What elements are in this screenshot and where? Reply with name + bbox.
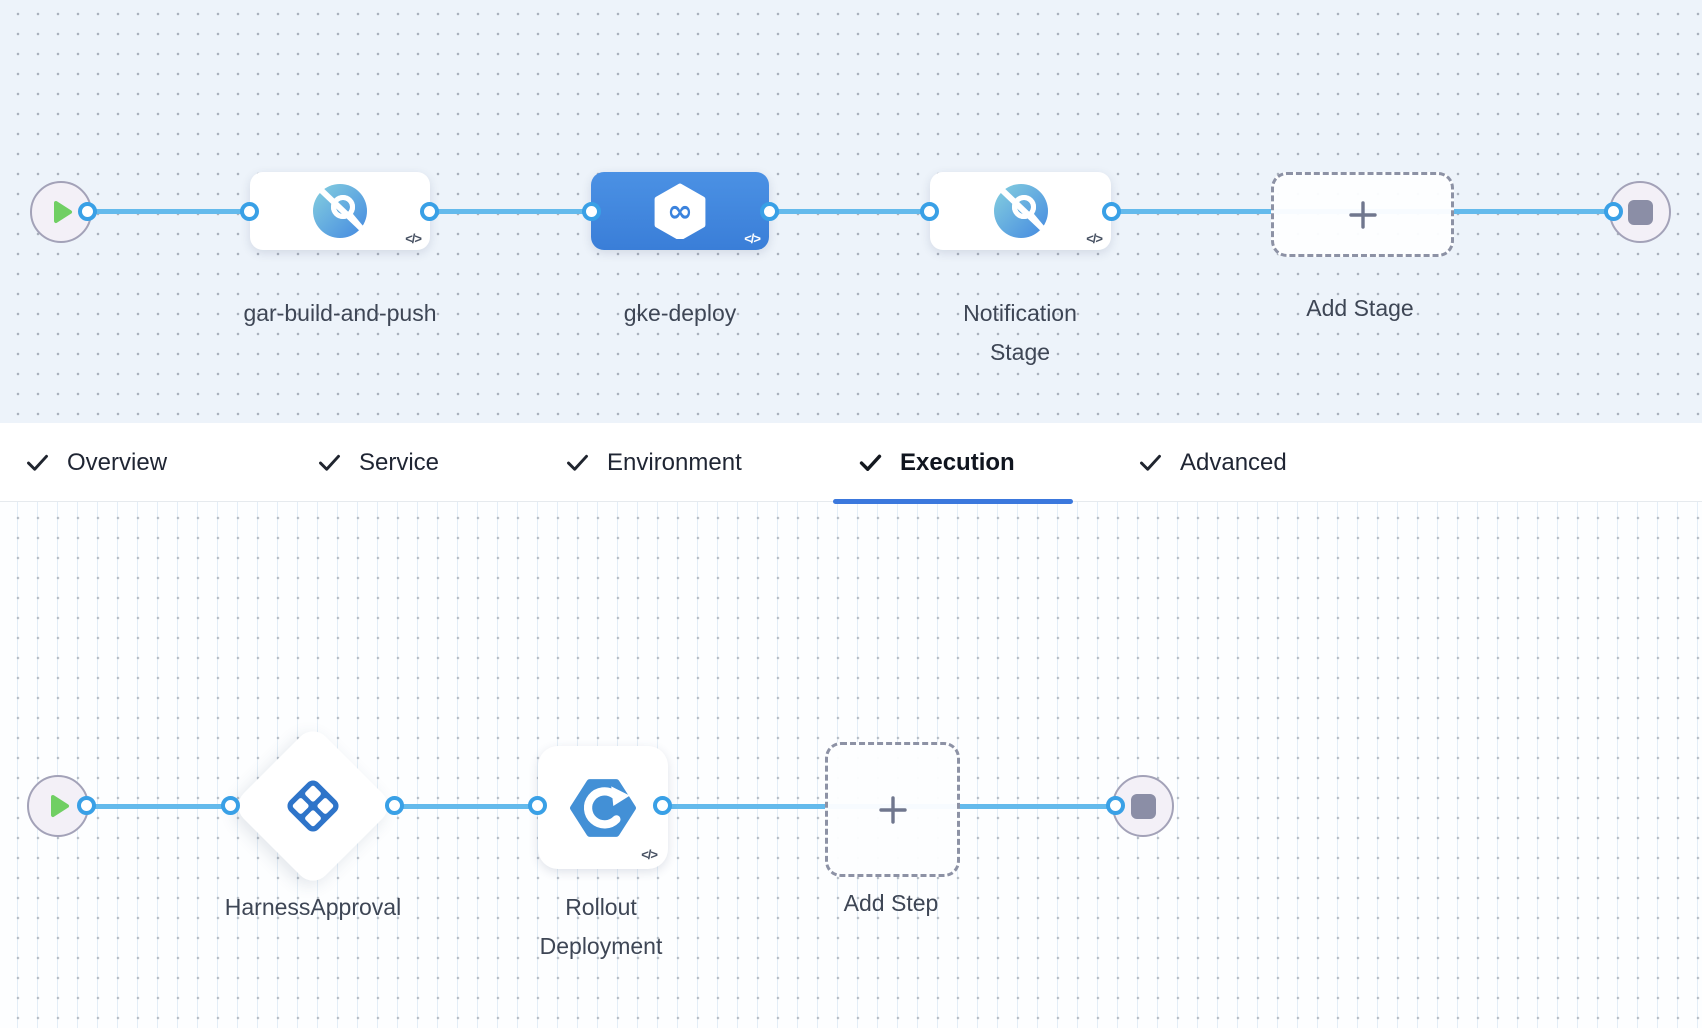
check-icon	[1140, 454, 1161, 471]
play-icon	[51, 795, 69, 817]
add-step-button[interactable]	[825, 742, 960, 877]
stop-icon	[1627, 199, 1653, 225]
step-label[interactable]: HarnessApproval	[224, 894, 402, 920]
k8s-rollout-hexagon-icon	[570, 778, 636, 837]
tab-label: Execution	[900, 448, 1015, 476]
tab-label: Environment	[607, 448, 742, 476]
check-icon	[27, 454, 48, 471]
tab-label: Overview	[67, 448, 168, 476]
tab-service[interactable]: Service	[316, 423, 439, 502]
custom-stage-search-circle-icon	[993, 184, 1048, 238]
execution-canvas: </> HarnessApproval Rollout Deployment A…	[0, 502, 1702, 1028]
connector-port[interactable]	[385, 796, 404, 815]
pipeline-start-node	[30, 181, 92, 243]
svg-text:∞: ∞	[667, 193, 693, 229]
connector-port[interactable]	[77, 796, 96, 815]
connector-port[interactable]	[653, 796, 672, 815]
code-icon[interactable]: </>	[405, 231, 422, 246]
connector-port[interactable]	[528, 796, 547, 815]
plus-icon	[1348, 200, 1377, 229]
tab-environment[interactable]: Environment	[564, 423, 742, 502]
connector-port[interactable]	[221, 796, 240, 815]
connector-port[interactable]	[78, 202, 97, 221]
active-tab-underline	[833, 499, 1073, 504]
stage-node-notification-stage[interactable]: </>	[930, 172, 1111, 250]
stop-icon	[1130, 793, 1156, 819]
code-icon[interactable]: </>	[744, 231, 761, 246]
connector-port[interactable]	[240, 202, 259, 221]
deploy-hexagon-infinity-icon: ∞	[654, 183, 706, 239]
check-icon	[319, 454, 340, 471]
connector-line	[87, 209, 1613, 214]
tab-advanced[interactable]: Advanced	[1137, 423, 1287, 502]
check-icon	[567, 454, 588, 471]
tab-execution[interactable]: Execution	[857, 423, 1015, 502]
stage-label[interactable]: gke-deploy	[623, 300, 737, 326]
connector-port[interactable]	[1106, 796, 1125, 815]
stage-canvas: </> ∞ </> </>	[0, 0, 1702, 423]
build-search-circle-icon	[313, 184, 367, 238]
tab-overview[interactable]: Overview	[24, 423, 167, 502]
tab-label: Advanced	[1180, 448, 1287, 476]
connector-port[interactable]	[582, 202, 601, 221]
plus-icon	[878, 795, 907, 824]
stage-label[interactable]: Notification Stage	[963, 300, 1077, 365]
step-node-rollout-deployment[interactable]: </>	[538, 746, 668, 869]
connector-port[interactable]	[420, 202, 439, 221]
play-icon	[54, 201, 72, 223]
approval-checker-diamond-icon	[287, 780, 339, 832]
stage-label[interactable]: gar-build-and-push	[243, 300, 437, 326]
connector-port[interactable]	[1102, 202, 1121, 221]
connector-port[interactable]	[760, 202, 779, 221]
stage-config-tabbar: Overview Service Environment Execution A…	[0, 423, 1702, 504]
step-label[interactable]: Rollout Deployment	[539, 894, 663, 959]
stage-node-gar-build-and-push[interactable]: </>	[250, 172, 430, 250]
add-step-label[interactable]: Add Step	[843, 890, 939, 916]
add-stage-label[interactable]: Add Stage	[1306, 295, 1414, 321]
code-icon[interactable]: </>	[641, 847, 658, 862]
stage-node-gke-deploy[interactable]: ∞ </>	[591, 172, 769, 250]
connector-port[interactable]	[920, 202, 939, 221]
add-stage-button[interactable]	[1271, 172, 1454, 257]
tab-label: Service	[359, 448, 440, 476]
code-icon[interactable]: </>	[1086, 231, 1103, 246]
check-icon	[859, 454, 882, 471]
connector-port[interactable]	[1604, 202, 1623, 221]
